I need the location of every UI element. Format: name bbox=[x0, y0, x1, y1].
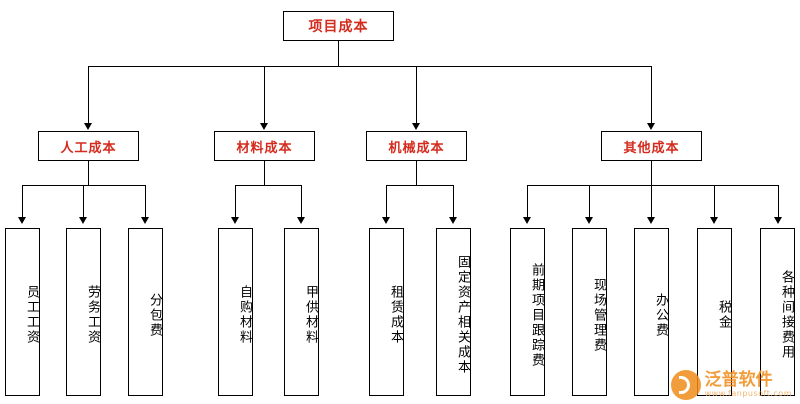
arrow-leaf-2-1 bbox=[231, 217, 239, 224]
arrow-leaf-1-1 bbox=[18, 217, 26, 224]
connector-branch1-stem bbox=[88, 161, 89, 185]
connector-branch2-drop-1 bbox=[235, 185, 236, 218]
arrow-leaf-4-1 bbox=[523, 217, 531, 224]
watermark-logo-icon bbox=[670, 370, 701, 400]
connector-branch1-drop-1 bbox=[22, 185, 23, 218]
node-leaf-4-3: 办公费 bbox=[634, 228, 669, 396]
node-leaf-3-2: 固定资产相关成本 bbox=[436, 228, 471, 396]
arrow-leaf-4-3 bbox=[647, 217, 655, 224]
connector-branch1-drop-2 bbox=[83, 185, 84, 218]
node-leaf-4-5: 各种间接费用 bbox=[760, 228, 795, 396]
connector-branch4-stem bbox=[651, 161, 652, 185]
arrow-leaf-4-5 bbox=[774, 217, 782, 224]
connector-drop-l2-2 bbox=[264, 66, 265, 124]
connector-main-bus bbox=[88, 66, 651, 67]
connector-branch4-drop-1 bbox=[527, 185, 528, 218]
connector-root-stem bbox=[338, 41, 339, 66]
node-leaf-4-2: 现场管理费 bbox=[572, 228, 607, 396]
watermark-title: 泛普软件 bbox=[704, 369, 773, 390]
connector-branch4-bus bbox=[527, 185, 778, 186]
connector-branch3-drop-1 bbox=[386, 185, 387, 218]
connector-branch3-stem bbox=[416, 161, 417, 185]
arrow-l2-4 bbox=[647, 123, 655, 130]
connector-branch3-drop-2 bbox=[453, 185, 454, 218]
node-branch-2: 材料成本 bbox=[214, 131, 315, 161]
arrow-leaf-4-2 bbox=[585, 217, 593, 224]
connector-drop-l2-1 bbox=[88, 66, 89, 124]
node-leaf-2-1: 自购材料 bbox=[218, 228, 253, 396]
arrow-leaf-2-2 bbox=[297, 217, 305, 224]
arrow-leaf-4-4 bbox=[710, 217, 718, 224]
connector-branch3-bus bbox=[386, 185, 453, 186]
connector-branch4-drop-5 bbox=[778, 185, 779, 218]
arrow-l2-2 bbox=[260, 123, 268, 130]
arrow-leaf-3-2 bbox=[449, 217, 457, 224]
connector-branch2-drop-2 bbox=[301, 185, 302, 218]
arrow-leaf-1-2 bbox=[79, 217, 87, 224]
watermark: 泛普软件 www.fanpusoft.com bbox=[670, 369, 792, 400]
connector-branch4-drop-3 bbox=[651, 185, 652, 218]
connector-branch4-drop-2 bbox=[589, 185, 590, 218]
watermark-subtitle: www.fanpusoft.com bbox=[704, 388, 792, 398]
node-branch-4: 其他成本 bbox=[601, 131, 702, 161]
node-branch-1: 人工成本 bbox=[38, 131, 139, 161]
node-leaf-3-1: 租赁成本 bbox=[369, 228, 404, 396]
node-leaf-1-1: 员工工资 bbox=[5, 228, 40, 396]
watermark-texts: 泛普软件 www.fanpusoft.com bbox=[704, 369, 792, 398]
node-leaf-4-1: 前期项目跟踪费 bbox=[510, 228, 545, 396]
node-leaf-1-2: 劳务工资 bbox=[66, 228, 101, 396]
connector-drop-l2-4 bbox=[651, 66, 652, 124]
connector-branch4-drop-4 bbox=[714, 185, 715, 218]
arrow-leaf-3-1 bbox=[382, 217, 390, 224]
connector-branch2-stem bbox=[264, 161, 265, 185]
node-leaf-2-2: 甲供材料 bbox=[284, 228, 319, 396]
arrow-l2-3 bbox=[412, 123, 420, 130]
connector-branch1-drop-3 bbox=[145, 185, 146, 218]
connector-branch2-bus bbox=[235, 185, 301, 186]
arrow-l2-1 bbox=[84, 123, 92, 130]
arrow-leaf-1-3 bbox=[141, 217, 149, 224]
connector-drop-l2-3 bbox=[416, 66, 417, 124]
node-leaf-1-3: 分包费 bbox=[128, 228, 163, 396]
node-leaf-4-4: 税金 bbox=[697, 228, 732, 396]
node-branch-3: 机械成本 bbox=[366, 131, 467, 161]
node-root: 项目成本 bbox=[283, 11, 394, 41]
